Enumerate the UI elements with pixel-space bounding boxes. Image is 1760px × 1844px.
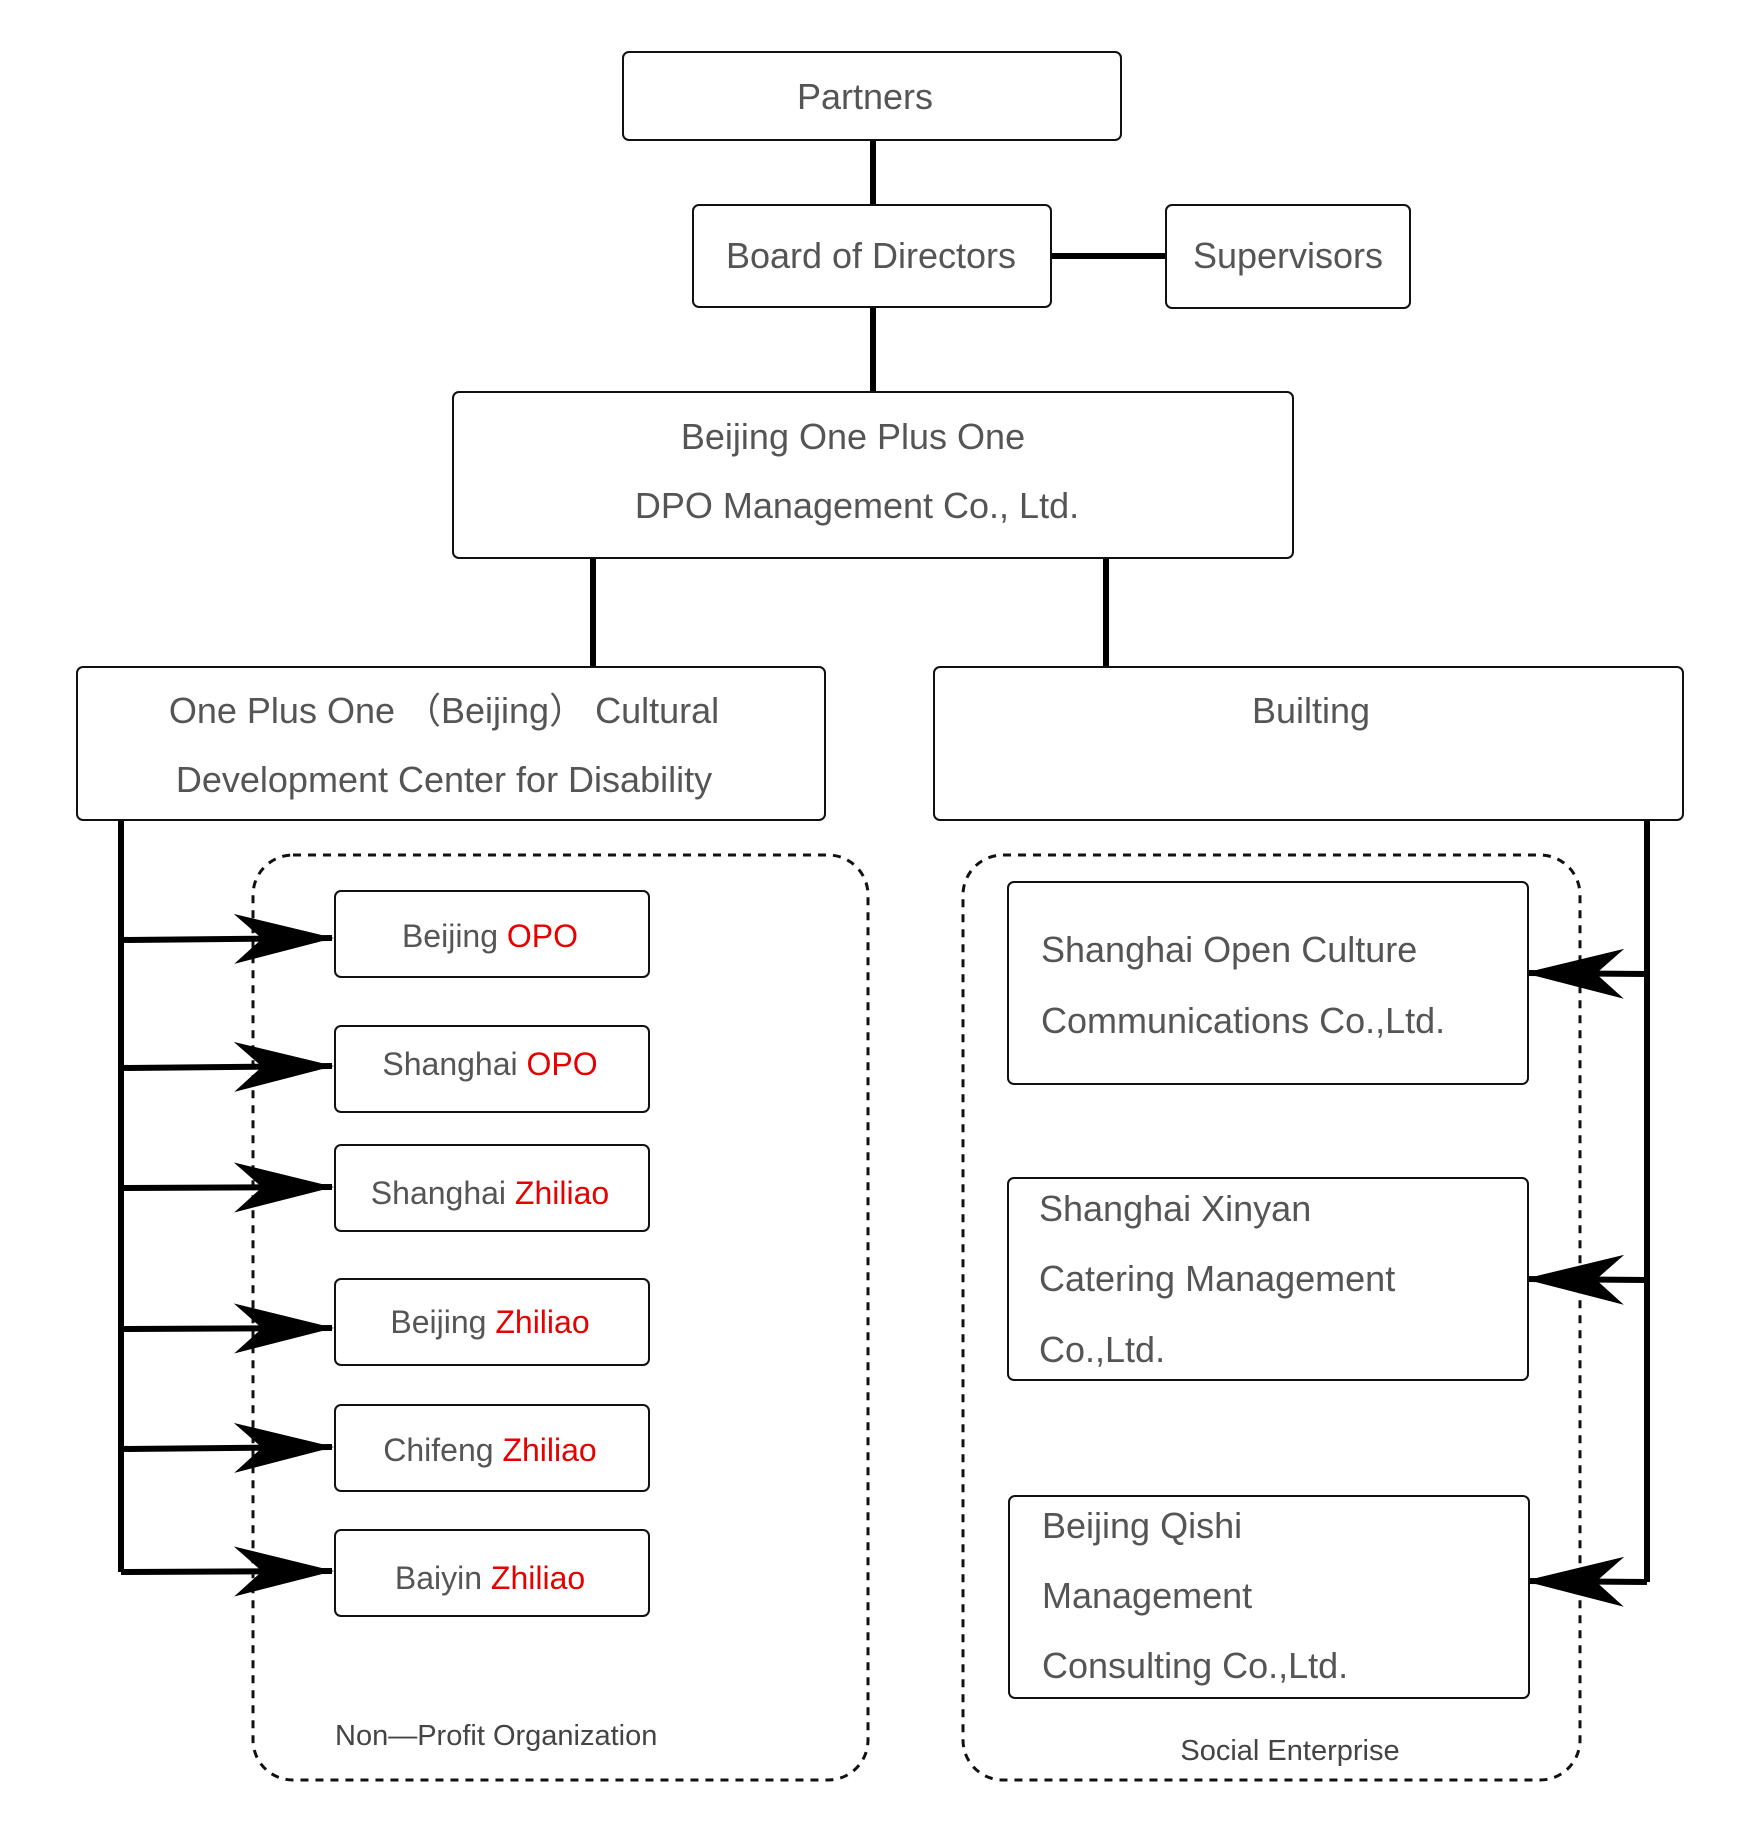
social-enterprise-group: [961, 853, 1582, 1782]
arrow-shanghai-open-culture: [1524, 948, 1648, 999]
np-item-label: Chifeng Zhiliao: [383, 1432, 596, 1468]
np-item-0: Beijing OPO: [334, 890, 650, 978]
social-enterprise-label: Social Enterprise: [1180, 1735, 1399, 1767]
board-label: Board of Directors: [726, 235, 1016, 276]
social-enterprise-arrows: [1524, 948, 1648, 1607]
non-profit-label: Non—Profit Organization: [335, 1720, 657, 1752]
se-item-line: Consulting Co.,Ltd.: [1042, 1645, 1348, 1686]
np-item-2: Shanghai Zhiliao: [334, 1144, 650, 1232]
arrow-beijing-opo: [120, 913, 334, 964]
arrow-chifeng-zhiliao: [120, 1422, 334, 1473]
cultural-center-line-2: Development Center for Disability: [176, 759, 712, 800]
np-item-label: Beijing Zhiliao: [390, 1304, 589, 1340]
np-item-4: Chifeng Zhiliao: [334, 1404, 650, 1492]
node-dpo-management: Beijing One Plus One DPO Management Co.,…: [452, 391, 1294, 559]
arrow-baiyin-zhiliao: [120, 1546, 334, 1597]
np-item-5: Baiyin Zhiliao: [334, 1529, 650, 1617]
arrow-shanghai-zhiliao: [120, 1162, 334, 1213]
node-board-of-directors: Board of Directors: [692, 204, 1052, 308]
non-profit-arrows: [120, 913, 334, 1597]
np-item-1: Shanghai OPO: [334, 1025, 650, 1113]
dpo-line-2: DPO Management Co., Ltd.: [635, 485, 1079, 526]
node-builting: Builting: [933, 666, 1684, 821]
se-item-line: Co.,Ltd.: [1039, 1329, 1165, 1370]
partners-label: Partners: [797, 76, 933, 117]
connectors: [118, 140, 1650, 1582]
se-item-line: Shanghai Open Culture: [1041, 929, 1417, 970]
se-item-line: Beijing Qishi: [1042, 1505, 1242, 1546]
se-item-2: Beijing Qishi Management Consulting Co.,…: [1008, 1495, 1530, 1699]
arrow-beijing-qishi: [1524, 1556, 1648, 1607]
se-item-0: Shanghai Open Culture Communications Co.…: [1007, 881, 1529, 1085]
np-item-label: Baiyin Zhiliao: [395, 1560, 585, 1596]
se-item-line: Shanghai Xinyan: [1039, 1188, 1311, 1229]
node-supervisors: Supervisors: [1165, 204, 1411, 309]
node-cultural-center: One Plus One （Beijing） Cultural Developm…: [76, 666, 826, 821]
arrow-shanghai-opo: [120, 1041, 334, 1092]
se-item-line: Communications Co.,Ltd.: [1041, 1000, 1445, 1041]
node-partners: Partners: [622, 51, 1122, 141]
se-item-line: Catering Management: [1039, 1258, 1395, 1299]
np-item-label: Beijing OPO: [402, 918, 578, 954]
se-item-1: Shanghai Xinyan Catering Management Co.,…: [1007, 1177, 1529, 1381]
arrow-shanghai-xinyan: [1524, 1254, 1648, 1305]
np-item-label: Shanghai Zhiliao: [371, 1175, 609, 1211]
np-item-label: Shanghai OPO: [382, 1046, 597, 1082]
builting-label: Builting: [1252, 690, 1370, 731]
supervisors-label: Supervisors: [1193, 235, 1383, 276]
arrow-beijing-zhiliao: [120, 1303, 334, 1354]
dpo-line-1: Beijing One Plus One: [681, 416, 1025, 457]
se-item-line: Management: [1042, 1575, 1252, 1616]
cultural-center-line-1: One Plus One （Beijing） Cultural: [169, 690, 719, 731]
np-item-3: Beijing Zhiliao: [334, 1278, 650, 1366]
